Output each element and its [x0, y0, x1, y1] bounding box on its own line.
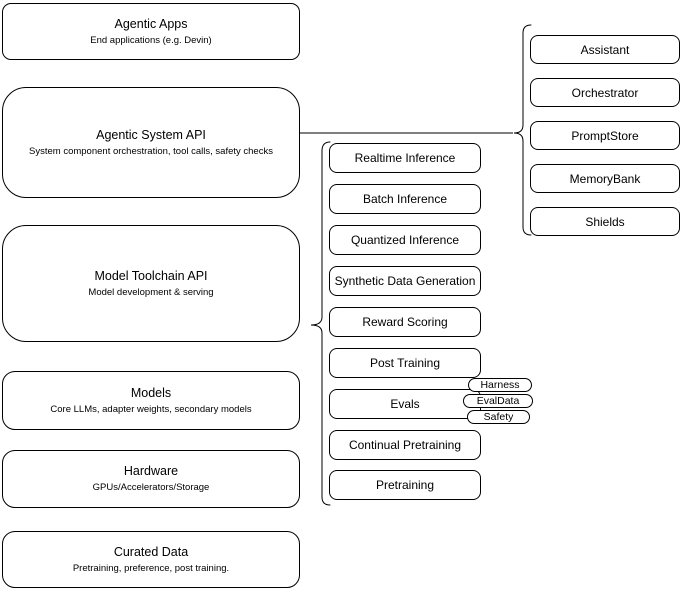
brace-system-components [513, 24, 532, 236]
node-label: Post Training [369, 356, 441, 370]
node-subtitle: Model development & serving [88, 286, 214, 298]
tag-label: Harness [480, 379, 520, 391]
tag-evaldata: EvalData [463, 394, 533, 408]
node-models: Models Core LLMs, adapter weights, secon… [2, 371, 300, 430]
node-synthetic-data-generation: Synthetic Data Generation [329, 266, 481, 296]
node-title: Model Toolchain API [94, 268, 208, 283]
node-quantized-inference: Quantized Inference [329, 225, 481, 255]
node-subtitle: End applications (e.g. Devin) [90, 34, 212, 46]
node-label: Batch Inference [362, 192, 448, 206]
node-subtitle: Core LLMs, adapter weights, secondary mo… [50, 403, 252, 415]
node-subtitle: Pretraining, preference, post training. [72, 562, 230, 574]
tag-label: Safety [483, 411, 514, 423]
node-label: Orchestrator [571, 85, 639, 100]
node-label: Synthetic Data Generation [334, 274, 476, 288]
tag-safety: Safety [467, 410, 530, 424]
node-label: Pretraining [375, 478, 435, 492]
node-continual-pretraining: Continual Pretraining [329, 430, 481, 460]
tag-label: EvalData [476, 395, 520, 407]
node-memorybank: MemoryBank [530, 164, 680, 193]
brace-toolchain-services [310, 141, 331, 506]
node-model-toolchain-api: Model Toolchain API Model development & … [2, 225, 300, 342]
node-pretraining: Pretraining [329, 470, 481, 500]
node-title: Hardware [123, 464, 179, 479]
node-label: PromptStore [571, 128, 639, 143]
node-title: Models [130, 385, 172, 400]
node-label: Quantized Inference [350, 233, 460, 247]
tag-harness: Harness [468, 378, 532, 392]
node-title: Agentic Apps [114, 16, 188, 31]
node-evals: Evals [329, 389, 481, 419]
node-label: Continual Pretraining [348, 438, 462, 452]
node-realtime-inference: Realtime Inference [329, 143, 481, 173]
node-promptstore: PromptStore [530, 121, 680, 150]
node-title: Agentic System API [96, 127, 206, 142]
node-label: MemoryBank [569, 171, 641, 186]
node-post-training: Post Training [329, 348, 481, 378]
node-agentic-system-api: Agentic System API System component orch… [2, 87, 300, 198]
node-agentic-apps: Agentic Apps End applications (e.g. Devi… [2, 3, 300, 60]
node-orchestrator: Orchestrator [530, 78, 680, 107]
node-label: Reward Scoring [362, 315, 448, 329]
node-label: Shields [585, 214, 625, 229]
node-curated-data: Curated Data Pretraining, preference, po… [2, 531, 300, 588]
node-hardware: Hardware GPUs/Accelerators/Storage [2, 450, 300, 508]
node-reward-scoring: Reward Scoring [329, 307, 481, 337]
node-batch-inference: Batch Inference [329, 184, 481, 214]
node-assistant: Assistant [530, 35, 680, 64]
node-label: Evals [390, 397, 420, 411]
node-subtitle: GPUs/Accelerators/Storage [92, 482, 210, 494]
node-label: Realtime Inference [354, 151, 456, 165]
node-title: Curated Data [113, 544, 189, 559]
node-label: Assistant [580, 42, 630, 57]
node-subtitle: System component orchestration, tool cal… [29, 145, 273, 157]
node-shields: Shields [530, 207, 680, 236]
